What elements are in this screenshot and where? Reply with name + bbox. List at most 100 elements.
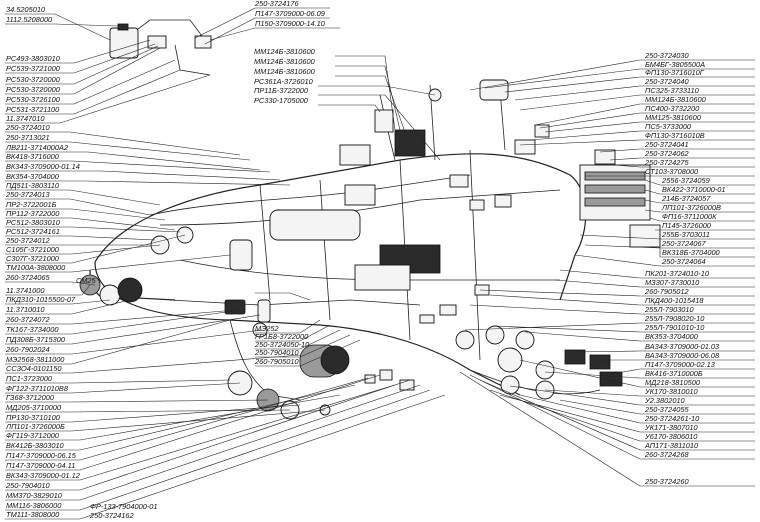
callout-label: 250-3724040 <box>644 77 689 86</box>
callout-label: УК171-3807010 <box>644 423 699 432</box>
callout-label: 255Л-7903010 <box>644 305 695 314</box>
callout-label: ПС325-3733110 <box>645 86 700 95</box>
top-callout-labels: 250-3724176 П147-3709000-06.09 П150-3709… <box>254 0 326 28</box>
callout-label: ММ370-3829010 <box>6 491 63 500</box>
callout-label: У2.3802010 <box>644 396 686 405</box>
callout-label: 260-3724268 <box>644 450 689 459</box>
callout-label: ФГ119-3712000 <box>6 431 60 440</box>
callout-label: ПР130-3710100 <box>6 413 61 422</box>
callout-label: ВК318Б-3704000 <box>662 248 721 257</box>
callout-label: ПС400-3732200 <box>645 104 700 113</box>
callout-label: С307Г-3721000 <box>6 254 60 263</box>
callout-label: ТМ100А-3808000 <box>6 263 66 272</box>
callout-label: ФП130-3716010В <box>645 131 705 140</box>
callout-label: 11.3747010 <box>6 114 45 123</box>
callout-label: РС530-3720000 <box>6 85 61 94</box>
callout-label: РС530-3720000 <box>6 75 61 84</box>
callout-label: П147-3709000-02.13 <box>645 360 716 369</box>
callout-label: 260-7905012 <box>644 287 689 296</box>
harness-artwork <box>79 19 661 420</box>
callout-label: ММ124Б-3810600 <box>254 57 316 66</box>
callout-label: ВА343-3709000-06.08 <box>645 351 720 360</box>
callout-label: 260-7902024 <box>5 345 50 354</box>
callout-label: 250-3724055 <box>644 405 689 414</box>
callout-label: ПД511-3803110 <box>6 181 60 190</box>
callout-label: ГР1Б8-3722000 <box>255 332 309 341</box>
callout-label: ПС1-3723000 <box>6 374 53 383</box>
callout-label: РС361А-3726010 <box>254 77 314 86</box>
callout-label: 250-3724275 <box>644 158 689 167</box>
callout-label: ПКД310-1015500-07 <box>6 295 76 304</box>
callout-label: ТМ111-3808000 <box>6 510 60 519</box>
callout-label: МД218-3810500 <box>645 378 701 387</box>
callout-label: ВА343-3709000-01.03 <box>645 342 720 351</box>
callout-label: МЗ307-3730010 <box>645 278 700 287</box>
callout-label: ММ124Б-3810600 <box>645 95 707 104</box>
callout-label: 250-3724062 <box>644 149 689 158</box>
right-leader-lines <box>459 59 755 487</box>
top-center-leader-lines <box>194 7 441 367</box>
callout-label: ПР11Б-3722000 <box>254 86 309 95</box>
callout-label: 255Б-3703011 <box>661 230 710 239</box>
callout-label: ВК353-3704000 <box>645 332 699 341</box>
callout-label: СМ25 <box>76 276 97 285</box>
callout-label: ВК343-3709000-01.12 <box>6 471 80 480</box>
callout-label: У6170-3806010 <box>644 432 698 441</box>
callout-label: ПР112-3722000 <box>6 209 60 218</box>
left-callout-labels: 34.5205010 1112.5208000 РС493-3803010 РС… <box>5 5 158 520</box>
center-callout-labels: ММ124Б-3810600 ММ124Б-3810600 ММ124Б-381… <box>76 47 316 366</box>
callout-label: МЭ252 <box>255 324 279 333</box>
callout-label: 250-3724162 <box>89 511 134 520</box>
callout-label: СТ103-3708000 <box>645 167 699 176</box>
callout-label: П150-3709000-14.10 <box>255 19 326 28</box>
callout-label: П147-3709000-06.15 <box>6 451 77 460</box>
callout-label: ЛП101-3726000В <box>661 203 721 212</box>
callout-label: АП171-3811010 <box>644 441 699 450</box>
callout-label: ТК167-3734000 <box>6 325 59 334</box>
callout-label: ММ125-3810600 <box>645 113 702 122</box>
callout-label: 214Б-3724057 <box>661 194 711 203</box>
callout-label: РС512-3724161 <box>6 227 60 236</box>
callout-label: ВК422-3710000-01 <box>662 185 726 194</box>
callout-label: 260-7905010 <box>254 357 299 366</box>
callout-label: ВК343-3709000-01.14 <box>6 162 80 171</box>
callout-label: РС512-3803010 <box>6 218 61 227</box>
callout-label: ПКД400-1015418 <box>645 296 704 305</box>
callout-label: 2556-3724059 <box>661 176 710 185</box>
callout-label: 250-3724064 <box>661 257 706 266</box>
callout-label: ЛП101-3726000Б <box>5 422 65 431</box>
callout-label: 250-3724067 <box>661 239 706 248</box>
callout-label: ССЗО4-0101150 <box>6 364 62 373</box>
callout-label: РС330-1705000 <box>254 96 309 105</box>
callout-label: 250-3724010 <box>5 123 50 132</box>
callout-label: 11.3710010 <box>6 305 45 314</box>
callout-label: РС531-3721100 <box>6 105 60 114</box>
callout-label: ФГ122-3711010В8 <box>6 384 69 393</box>
callout-label: П147-3709000-04.11 <box>6 461 75 470</box>
callout-label: 260-3724065 <box>5 273 50 282</box>
callout-label: ВК418-3716000 <box>6 152 60 161</box>
callout-label: 250-7904010 <box>254 348 299 357</box>
callout-label: МЭ2568-3811000 <box>6 355 65 364</box>
callout-label: РС493-3803010 <box>6 54 61 63</box>
callout-label: МД205-3710000 <box>6 403 62 412</box>
callout-label: ВК412Б-3803010 <box>6 441 65 450</box>
callout-label: П145-3726000 <box>662 221 712 230</box>
callout-label: 250-3724041 <box>644 140 689 149</box>
callout-label: ММ124Б-3810600 <box>254 67 316 76</box>
callout-label: ВК354-3704000 <box>6 172 60 181</box>
right-callout-labels: 250-3724030 БМ4БГ-3805500А ФП130-3716010… <box>644 51 726 486</box>
callout-label: ПР2-3722001Б <box>6 200 57 209</box>
callout-label: 250-3724260 <box>644 477 689 486</box>
callout-label: УК170-3810010 <box>644 387 699 396</box>
callout-label: 250-3724050-10 <box>254 340 310 349</box>
callout-label: ММ124Б-3810600 <box>254 47 316 56</box>
callout-label: П147-3709000-06.09 <box>255 9 325 18</box>
callout-label: ЛВ211-3714000А2 <box>5 143 68 152</box>
callout-label: 250-3724012 <box>5 236 50 245</box>
callout-label: ФП130-3716010Г <box>645 68 705 77</box>
callout-label: С105Г-3721000 <box>6 245 60 254</box>
callout-label: ВК416-3710000Б <box>645 369 703 378</box>
callout-label: ММ116-3806000 <box>6 501 62 510</box>
